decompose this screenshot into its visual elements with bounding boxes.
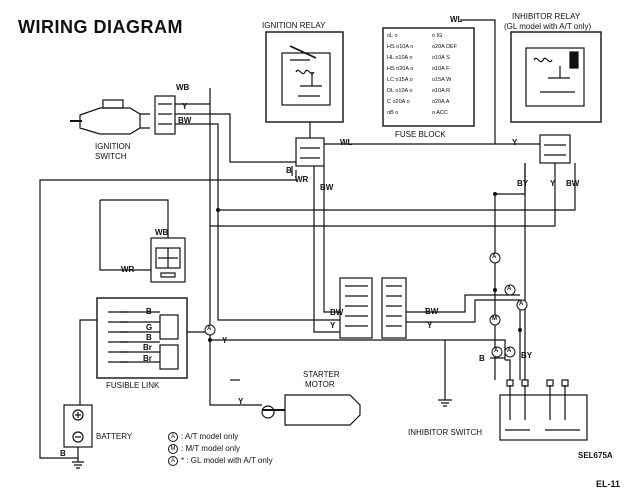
wire-label-y-conn: Y bbox=[330, 321, 336, 330]
ignition-switch-label-1: IGNITION bbox=[95, 142, 131, 151]
legend-text: * : GL model with A/T only bbox=[181, 456, 273, 466]
marker-a-right-2: A bbox=[519, 301, 524, 307]
inhibitor-switch-box bbox=[499, 394, 588, 441]
legend-text: : A/T model only bbox=[181, 432, 239, 442]
ignition-relay-label: IGNITION RELAY bbox=[262, 21, 326, 30]
legend-text: : M/T model only bbox=[181, 444, 240, 454]
wire-label-y-starter: Y bbox=[238, 397, 244, 406]
wire-label-wl-top: WL bbox=[450, 15, 463, 24]
inhibitor-relay-label: INHIBITOR RELAY bbox=[512, 12, 581, 21]
starter-motor-label-1: STARTER bbox=[303, 370, 340, 379]
wire-label-b-fusible-2: B bbox=[146, 333, 152, 342]
fuse-row-left: C o20A o bbox=[387, 99, 410, 105]
wire-label-wb-switch: WB bbox=[176, 83, 190, 92]
wire-label-by-inh-low: BY bbox=[521, 351, 533, 360]
inhibitor-switch-label: INHIBITOR SWITCH bbox=[408, 428, 483, 437]
fuse-row-left: HS o10A o bbox=[387, 44, 414, 50]
wire-label-b-battery: B bbox=[60, 449, 66, 458]
wire-label-y-mid: Y bbox=[222, 336, 228, 345]
fuse-row-right: o10A R bbox=[432, 88, 451, 94]
page-number: EL-11 bbox=[596, 479, 621, 489]
fuse-row-right: o ACC bbox=[432, 110, 448, 116]
ignition-switch-label-2: SWITCH bbox=[95, 152, 127, 161]
legend-symbol: A bbox=[168, 432, 178, 442]
inhibitor-relay-note: (GL model with A/T only) bbox=[504, 22, 592, 31]
legend-row: M: M/T model only bbox=[168, 444, 240, 454]
wire-label-bw-switch: BW bbox=[178, 116, 192, 125]
wire-label-wb-mid: WB bbox=[155, 228, 169, 237]
fuse-row-left: HS o20A o bbox=[387, 66, 414, 72]
fusible-link-label: FUSIBLE LINK bbox=[106, 381, 160, 390]
inhibitor-relay-box bbox=[510, 31, 602, 123]
wire-label-g-fusible: G bbox=[146, 323, 153, 332]
wire-label-y-inh: Y bbox=[512, 138, 518, 147]
wire-label-y-conn-right: Y bbox=[427, 321, 433, 330]
legend-row: A: A/T model only bbox=[168, 432, 238, 442]
fuse-row-right: o IG bbox=[432, 33, 443, 39]
marker-m-right: M bbox=[492, 316, 497, 322]
fuse-row-right: o15A W bbox=[432, 77, 452, 83]
reference-code: SEL675A bbox=[578, 451, 613, 460]
wire-label-bw-conn: BW bbox=[330, 308, 344, 317]
fuse-row-right: o20A DEF bbox=[432, 44, 458, 50]
starter-motor-label-2: MOTOR bbox=[305, 380, 335, 389]
ignition-relay-box bbox=[265, 31, 344, 123]
wire-label-wl-relay: WL bbox=[340, 138, 353, 147]
wire-label-bw-inh: BW bbox=[566, 179, 580, 188]
wire-label-wr-mid: WR bbox=[121, 265, 135, 274]
wire-label-by-inh: BY bbox=[517, 179, 529, 188]
marker-a-right-1: A bbox=[507, 286, 512, 292]
fuse-block-box bbox=[382, 27, 475, 127]
fusible-link-box bbox=[96, 297, 188, 379]
wire-label-bw-conn-right: BW bbox=[425, 307, 439, 316]
marker-a-top: A bbox=[492, 254, 497, 260]
legend-symbol: A bbox=[168, 456, 178, 466]
wire-label-y-inh-2: Y bbox=[550, 179, 556, 188]
fuse-row-left: LC o15A o bbox=[387, 77, 413, 83]
marker-a-left: A bbox=[207, 326, 212, 332]
wire-label-br-fusible-1: Br bbox=[143, 343, 152, 352]
fuse-row-left: DL o10A o bbox=[387, 88, 413, 94]
wire-label-b-inh: B bbox=[479, 354, 485, 363]
fuse-row-left: HL o10A o bbox=[387, 55, 413, 61]
marker-a-low-2: A bbox=[507, 348, 512, 354]
wire-label-wr-relay: WR bbox=[295, 175, 309, 184]
wire-label-bw-relay: BW bbox=[320, 183, 334, 192]
fuse-row-right: o10A S bbox=[432, 55, 450, 61]
fuse-row-left: oB o bbox=[387, 110, 399, 116]
fuse-row-left: oL o bbox=[387, 33, 398, 39]
wire-label-br-fusible-2: Br bbox=[143, 354, 152, 363]
battery-label: BATTERY bbox=[96, 432, 133, 441]
wire-label-y-switch: Y bbox=[182, 102, 188, 111]
fuse-row-right: o20A A bbox=[432, 99, 450, 105]
fuse-block-label: FUSE BLOCK bbox=[395, 130, 446, 139]
marker-a-low-1: A bbox=[494, 348, 499, 354]
wire-label-b-fusible-1: B bbox=[146, 307, 152, 316]
legend-row: A* : GL model with A/T only bbox=[168, 456, 273, 466]
wire-label-b-relay: B bbox=[286, 166, 292, 175]
page-title: WIRING DIAGRAM bbox=[18, 17, 183, 37]
fuse-row-right: o10A F bbox=[432, 66, 450, 72]
legend-symbol: M bbox=[168, 444, 178, 454]
